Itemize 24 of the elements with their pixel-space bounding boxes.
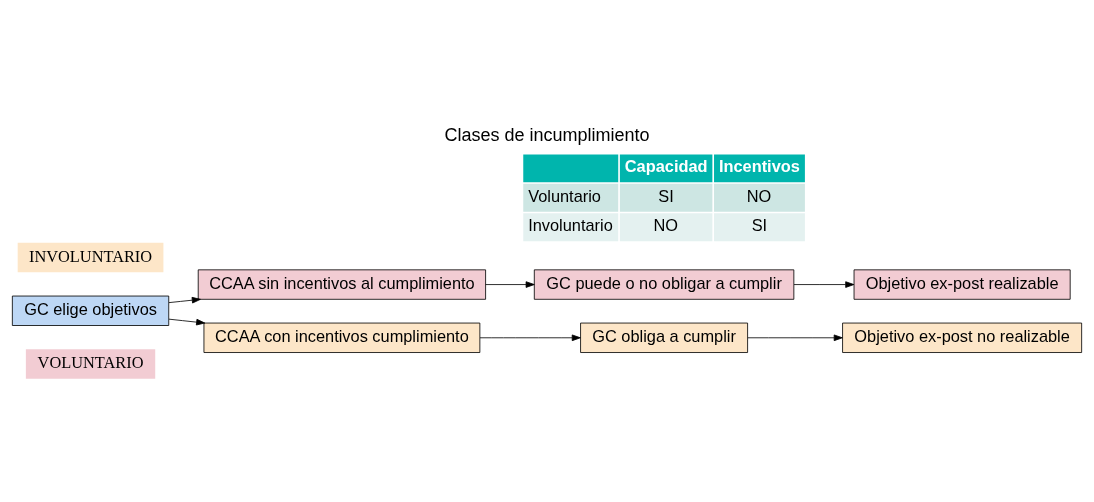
arrow — [793, 281, 855, 288]
node-box: GC elige objetivos — [11, 295, 170, 326]
arrow — [168, 296, 201, 304]
label: Incentivos — [718, 156, 800, 175]
node-box: CCAA sin incentivos al cumplimiento — [197, 269, 486, 300]
arrow — [747, 334, 843, 342]
node-box: Objetivo ex-post no realizable — [842, 322, 1083, 353]
node-box: GC puede o no obligar a cumplir — [533, 269, 795, 300]
label: SI — [751, 216, 768, 235]
node-box: Objetivo ex-post realizable — [853, 269, 1071, 300]
node-box: GC obliga a cumplir — [580, 322, 748, 353]
label: SI — [658, 186, 674, 205]
arrow — [168, 318, 206, 326]
arrow — [479, 334, 581, 342]
node-box: VOLUNTARIO — [25, 349, 156, 379]
node-box: CCAA con incentivos cumplimiento — [203, 322, 481, 353]
arrow — [485, 281, 535, 288]
label: NO — [653, 216, 678, 235]
label: Capacidad — [624, 156, 708, 175]
node-box: INVOLUNTARIO — [17, 242, 164, 273]
label: Voluntario — [528, 186, 601, 205]
label: NO — [746, 186, 772, 205]
diagram-title: Clases de incumplimiento — [444, 124, 650, 145]
label: Involuntario — [528, 216, 613, 235]
